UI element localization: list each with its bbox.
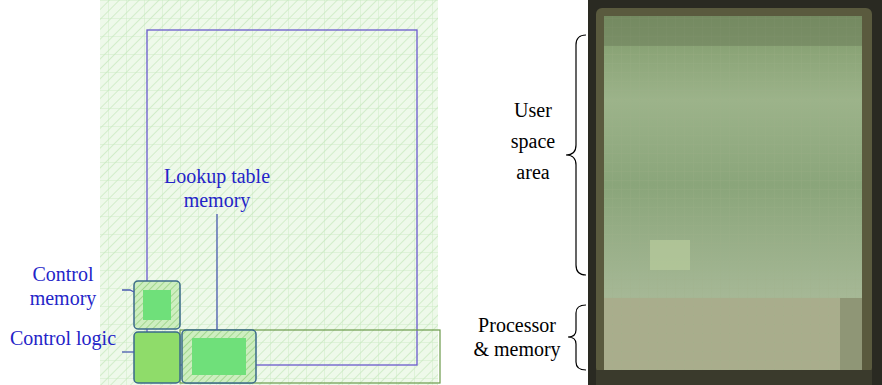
block-label: Control logic (4, 326, 122, 350)
region-label: Processor & memory (468, 313, 566, 361)
block-label: Lookup table memory (150, 164, 284, 212)
region-label: User space area (500, 95, 566, 188)
block-label: Control memory (4, 262, 122, 310)
